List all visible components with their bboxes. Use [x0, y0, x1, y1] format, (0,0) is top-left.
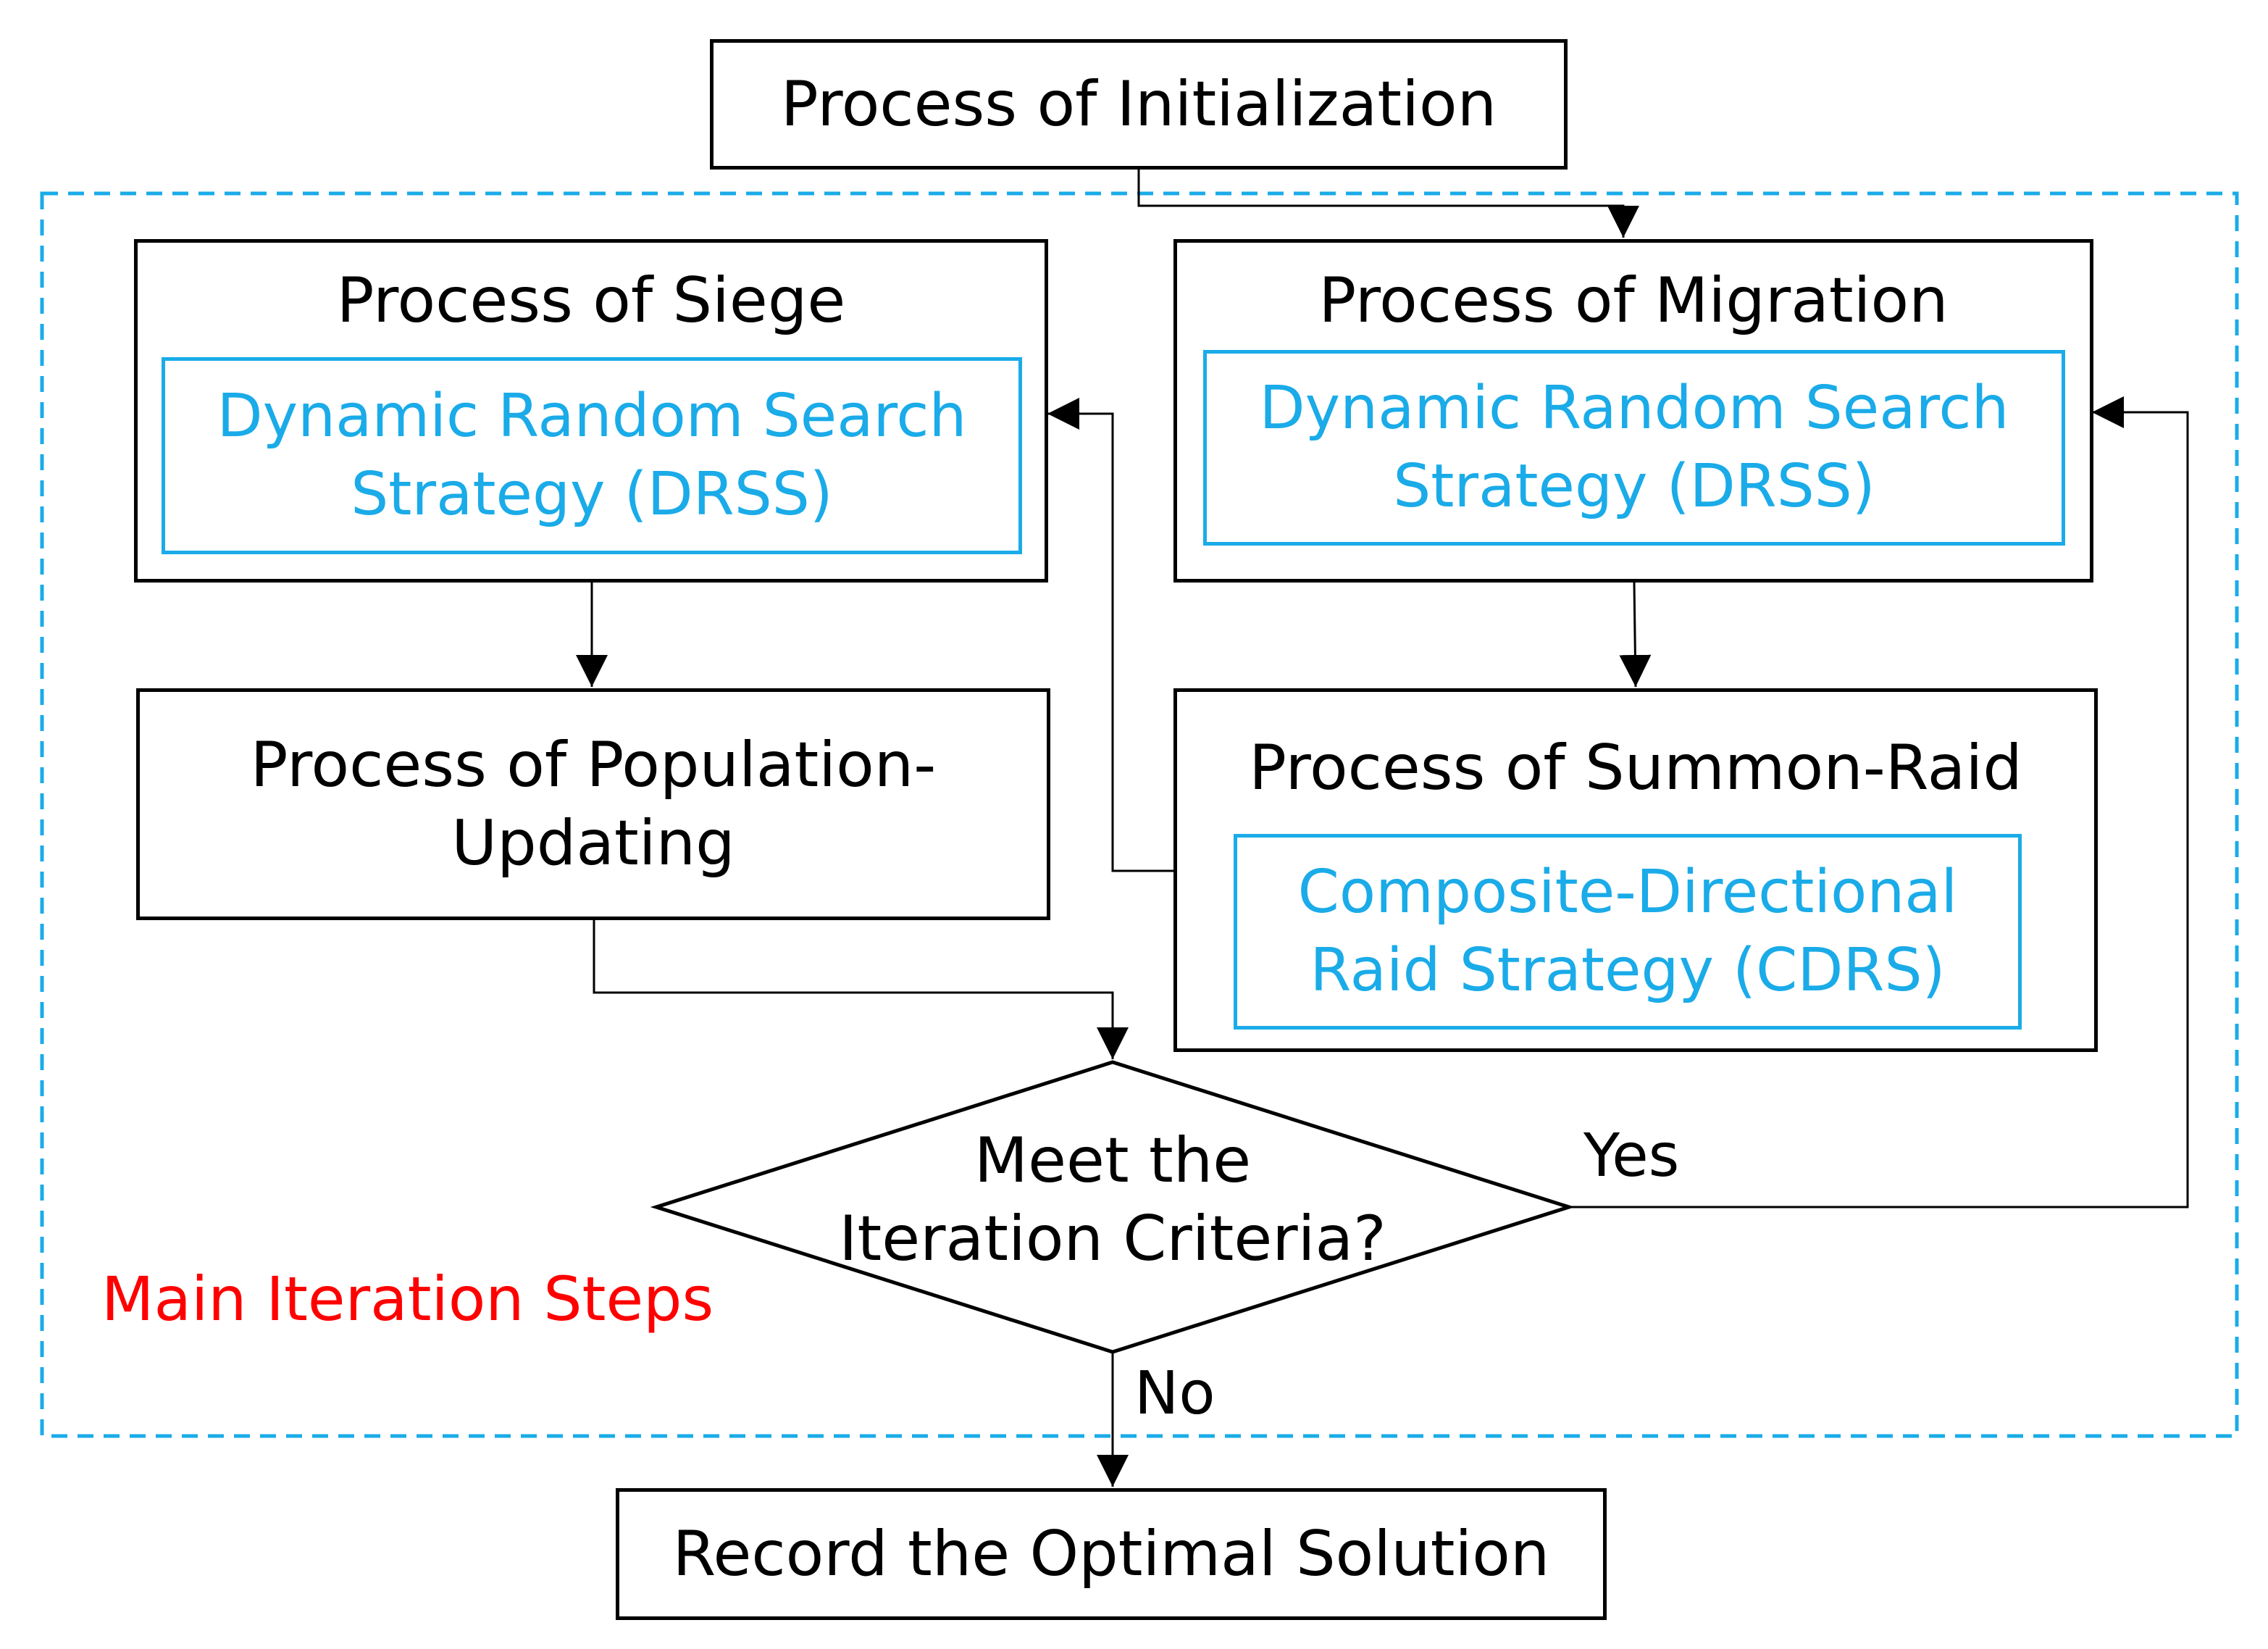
- record-box: Record the Optimal Solution: [616, 1488, 1607, 1620]
- migration-strategy-box: Dynamic Random Search Strategy (DRSS): [1203, 350, 2065, 546]
- edge-population-to-decision: [593, 920, 1129, 1059]
- siege-label: Process of Siege: [336, 264, 846, 337]
- summon-box: Process of Summon-Raid Composite-Directi…: [1173, 688, 2098, 1052]
- edge-summon-to-siege: [1047, 398, 1173, 872]
- summon-strategy-label: Composite-Directional Raid Strategy (CDR…: [1297, 858, 1958, 1005]
- yes-label: Yes: [1583, 1122, 1680, 1190]
- record-label: Record the Optimal Solution: [672, 1518, 1550, 1590]
- summon-label: Process of Summon-Raid: [1249, 732, 2022, 804]
- migration-label: Process of Migration: [1318, 264, 1949, 337]
- edge-yes-to-migration: [1568, 396, 2189, 1208]
- migration-strategy-label: Dynamic Random Search Strategy (DRSS): [1259, 374, 2009, 521]
- summon-strategy-box: Composite-Directional Raid Strategy (CDR…: [1234, 834, 2022, 1030]
- siege-strategy-label: Dynamic Random Search Strategy (DRSS): [217, 382, 967, 529]
- init-label: Process of Initialization: [780, 68, 1497, 141]
- migration-box: Process of Migration Dynamic Random Sear…: [1173, 239, 2093, 583]
- main-iteration-label: Main Iteration Steps: [101, 1264, 714, 1335]
- decision-diamond: [650, 1060, 1576, 1354]
- edge-init-to-migration: [1137, 170, 1639, 238]
- init-box: Process of Initialization: [710, 39, 1568, 170]
- siege-box: Process of Siege Dynamic Random Search S…: [134, 239, 1048, 583]
- population-label: Process of Population- Updating: [250, 729, 937, 880]
- siege-strategy-box: Dynamic Random Search Strategy (DRSS): [162, 357, 1022, 554]
- no-label: No: [1134, 1359, 1215, 1428]
- population-box: Process of Population- Updating: [136, 688, 1050, 920]
- decision-label: Meet the Iteration Criteria?: [839, 1124, 1386, 1275]
- edge-migration-to-summon: [1619, 582, 1652, 688]
